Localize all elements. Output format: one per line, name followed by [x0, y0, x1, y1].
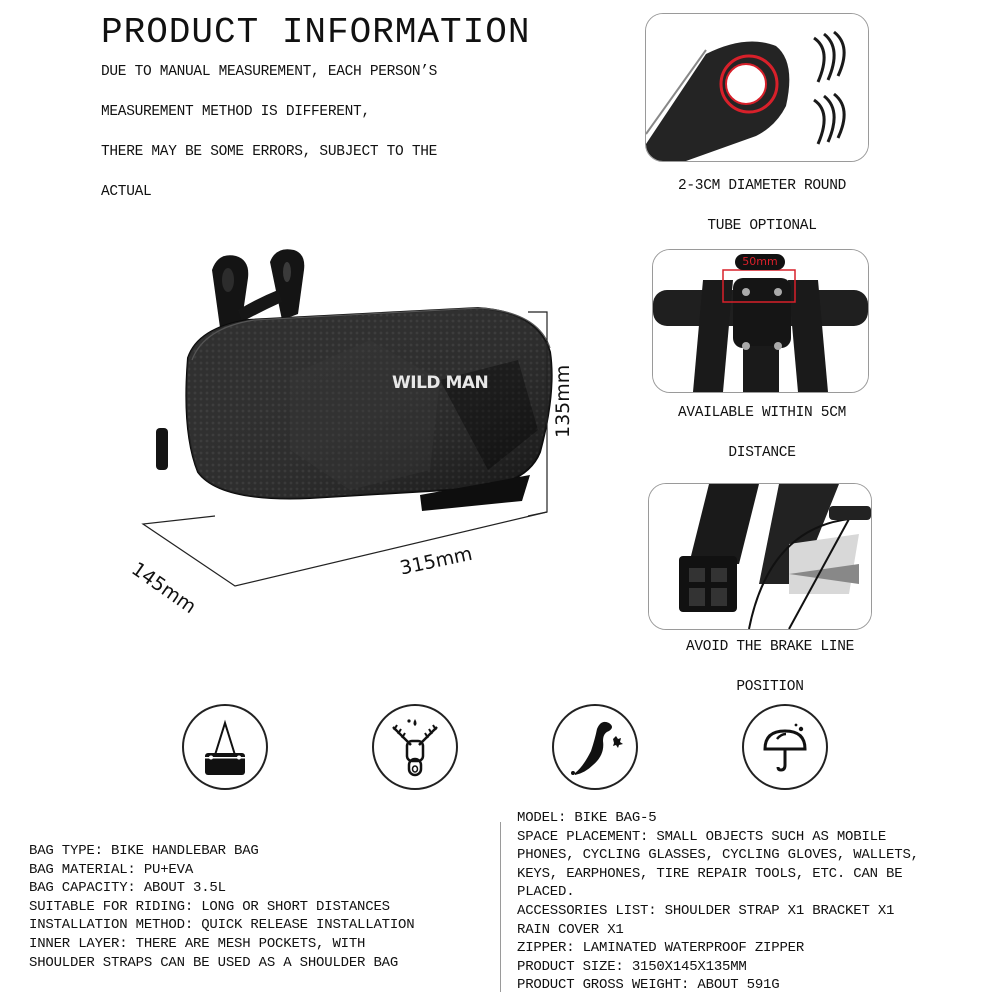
spec-line: SHOULDER STRAPS CAN BE USED AS A SHOULDE… — [29, 954, 399, 971]
spec-line: INNER LAYER: THERE ARE MESH POCKETS, WIT… — [29, 935, 366, 952]
spec-line: BAG MATERIAL: PU+EVA — [29, 861, 194, 878]
spec-line: ZIPPER: LAMINATED WATERPROOF ZIPPER — [517, 940, 805, 957]
shoulder-bag-feature — [182, 704, 268, 790]
handlebar-clamp-photo — [645, 13, 869, 162]
mount-clamps — [212, 249, 305, 342]
spec-line: RAIN COVER X1 — [517, 921, 624, 938]
specs-divider — [500, 822, 501, 992]
specs-left: BAG TYPE: BIKE HANDLEBAR BAG BAG MATERIA… — [29, 842, 415, 972]
spec-line: PHONES, CYCLING GLASSES, CYCLING GLOVES,… — [517, 847, 919, 864]
stem-distance-label: 50mm — [742, 255, 778, 268]
card-caption: AVOID THE BRAKE LINE — [685, 639, 855, 655]
card-caption: 2-3CM DIAMETER ROUND — [677, 178, 847, 194]
spec-line: INSTALLATION METHOD: QUICK RELEASE INSTA… — [29, 917, 415, 934]
card-caption: TUBE OPTIONAL — [707, 218, 817, 234]
waterproof-zipper-icon — [392, 719, 438, 777]
card-caption: AVAILABLE WITHIN 5CM — [677, 405, 847, 421]
height-dimension-label: 135mm — [552, 364, 574, 438]
product-image: WILD MAN 135mm 315mm 145mm — [120, 240, 600, 620]
spec-line: PRODUCT GROSS WEIGHT: ABOUT 591G — [517, 977, 780, 994]
spec-line: BAG TYPE: BIKE HANDLEBAR BAG — [29, 843, 259, 859]
spec-line: SUITABLE FOR RIDING: LONG OR SHORT DISTA… — [29, 898, 390, 915]
card-caption: POSITION — [736, 679, 804, 695]
spec-line: SPACE PLACEMENT: SMALL OBJECTS SUCH AS M… — [517, 828, 887, 845]
splash-resistant-icon — [571, 721, 623, 775]
waterproof-zipper-feature — [372, 704, 458, 790]
umbrella-rain-icon — [763, 723, 807, 772]
note-line: THERE MAY BE SOME ERRORS, SUBJECT TO THE — [101, 144, 438, 160]
splash-resistant-feature — [552, 704, 638, 790]
note-line: ACTUAL — [101, 184, 152, 200]
shoulder-bag-icon — [205, 719, 245, 775]
spec-line: PLACED. — [517, 884, 575, 901]
spec-line: ACCESSORIES LIST: SHOULDER STRAP X1 BRAC… — [517, 902, 895, 919]
specs-right: MODEL: BIKE BAG-5 SPACE PLACEMENT: SMALL… — [517, 809, 919, 995]
spec-line: BAG CAPACITY: ABOUT 3.5L — [29, 880, 226, 897]
brand-logo: WILD MAN — [392, 373, 488, 393]
stem-mount-photo: 50mm — [652, 249, 869, 393]
page-title: PRODUCT INFORMATION — [101, 12, 531, 53]
spec-line: MODEL: BIKE BAG-5 — [517, 810, 657, 826]
handlebar-bag-illustration: WILD MAN — [141, 249, 553, 587]
note-line: DUE TO MANUAL MEASUREMENT, EACH PERSON’S — [101, 64, 438, 80]
spec-line: PRODUCT SIZE: 3150X145X135MM — [517, 958, 747, 975]
note-line: MEASUREMENT METHOD IS DIFFERENT, — [101, 104, 370, 120]
card-caption: DISTANCE — [728, 445, 796, 461]
rain-protection-feature — [742, 704, 828, 790]
brake-line-photo — [648, 483, 872, 630]
spec-line: KEYS, EARPHONES, TIRE REPAIR TOOLS, ETC.… — [517, 865, 903, 882]
